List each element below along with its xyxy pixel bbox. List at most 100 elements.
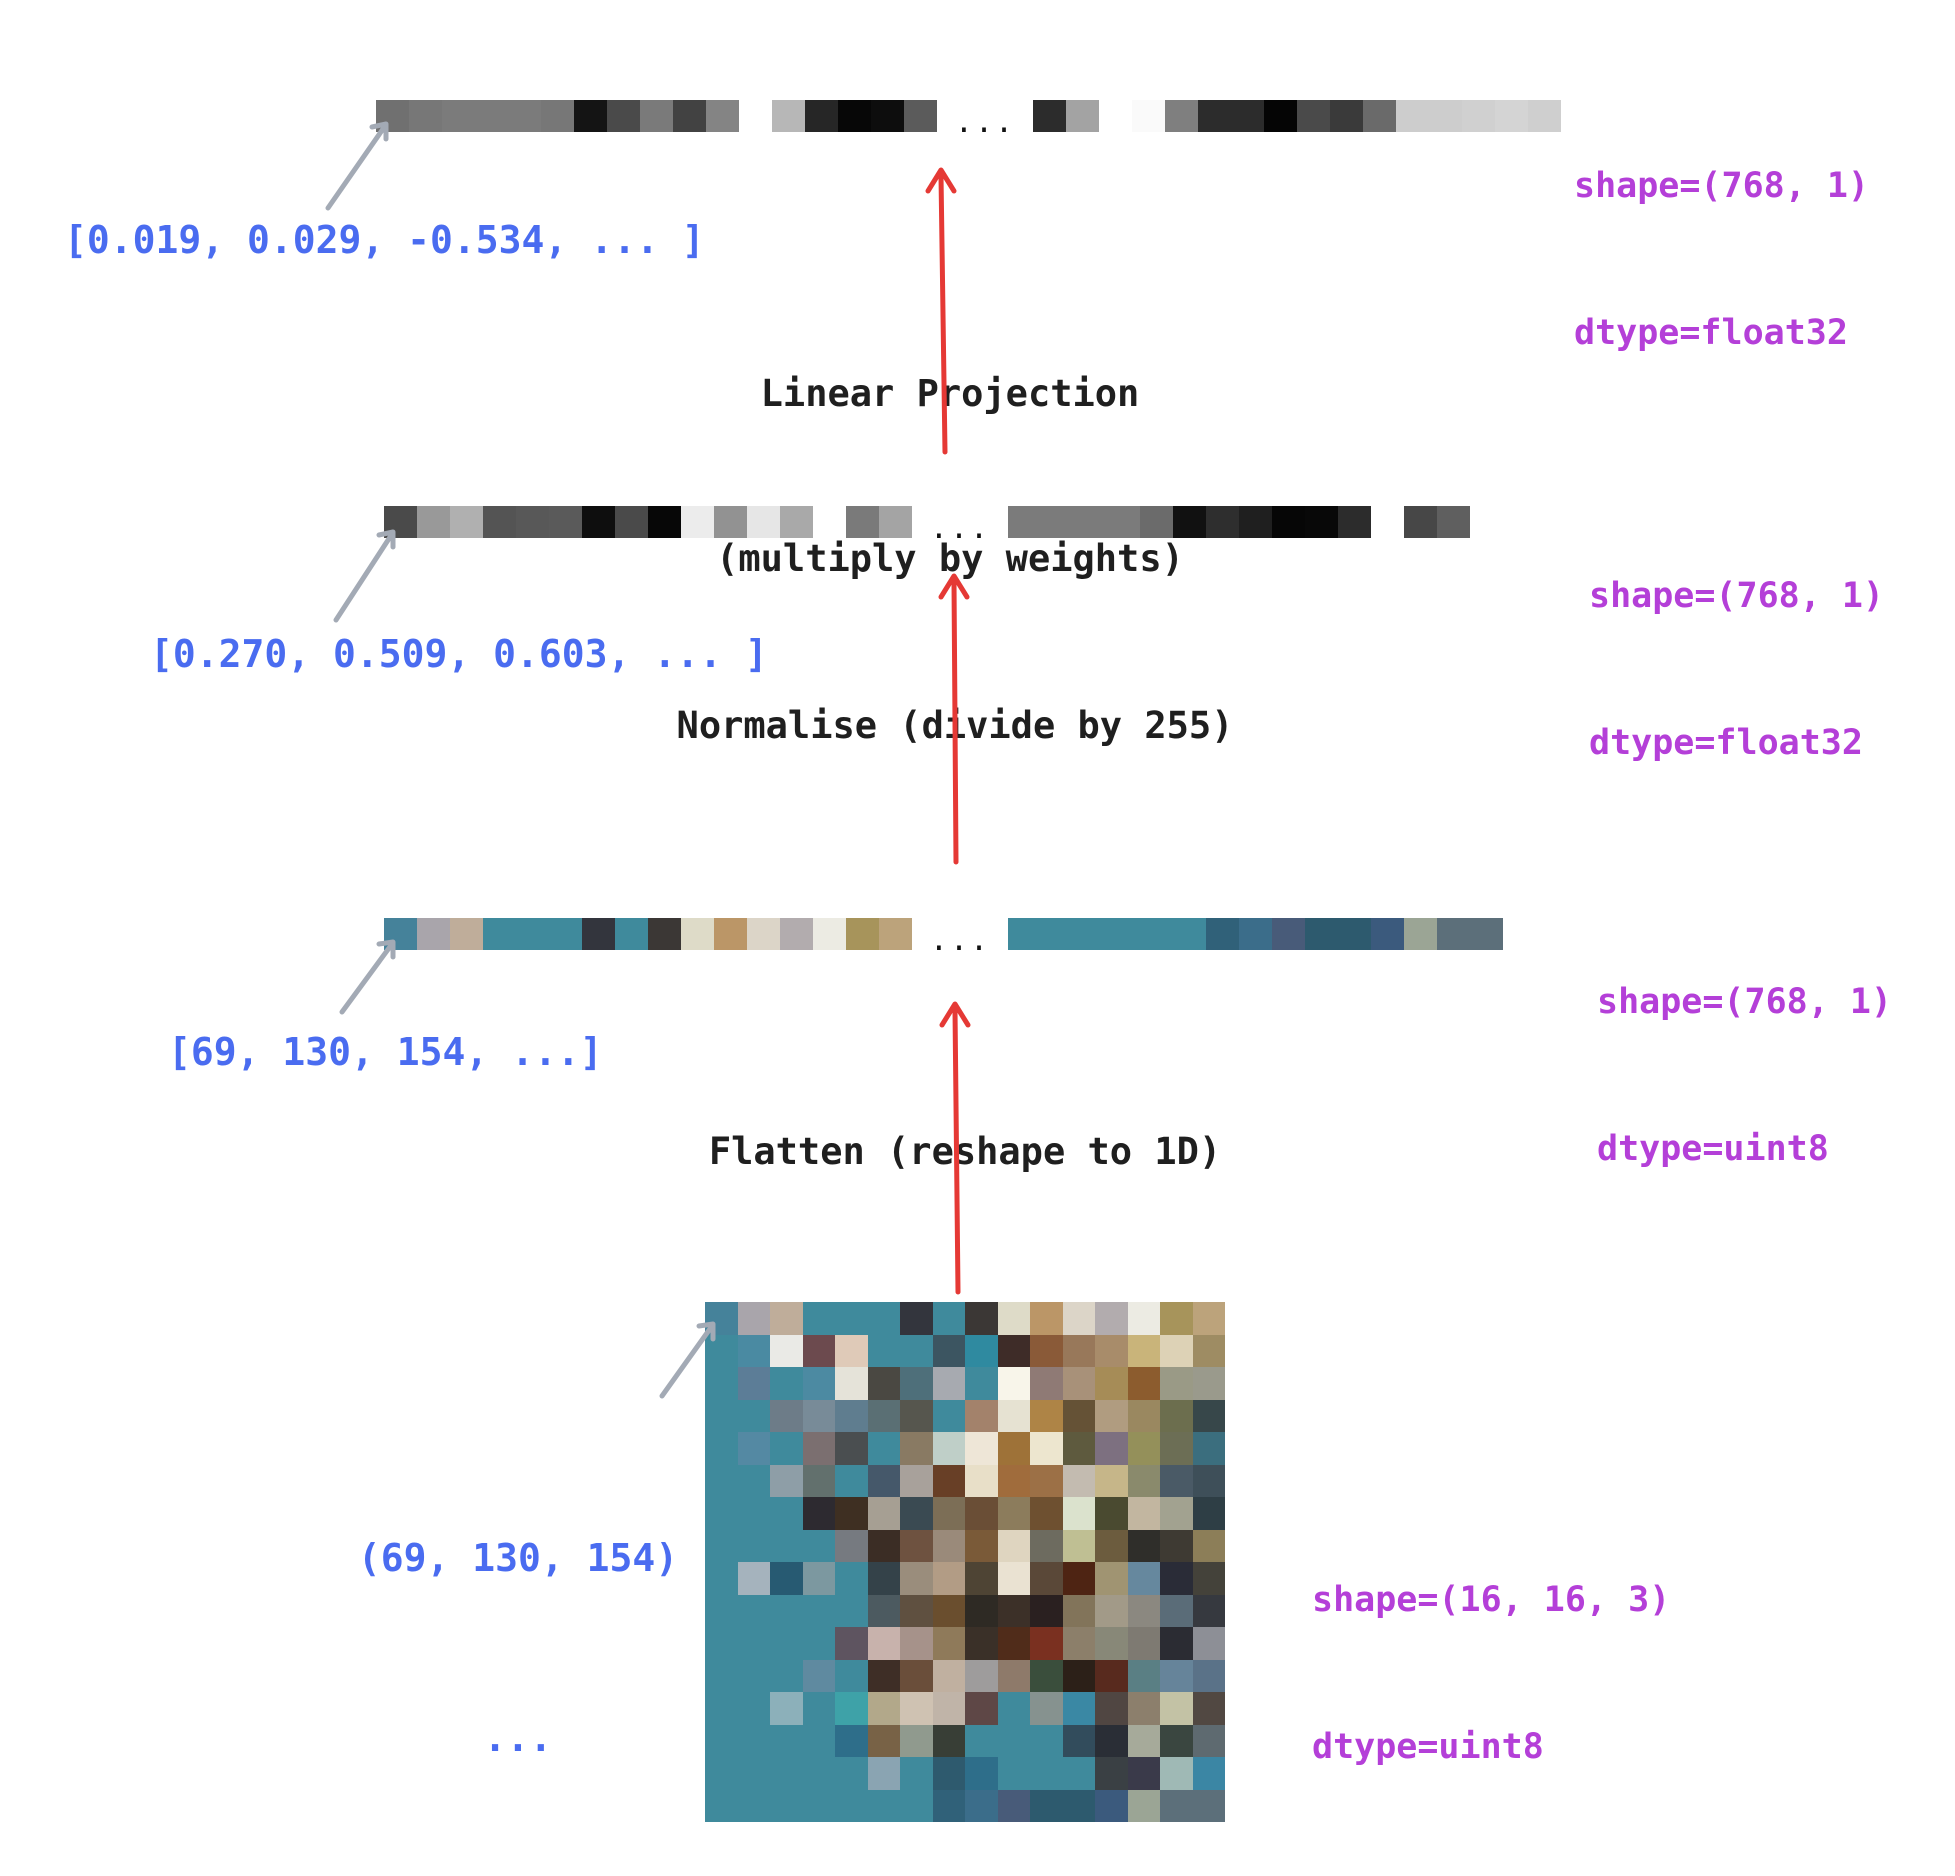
vector-cell xyxy=(516,918,549,950)
image-pixel xyxy=(802,1432,835,1465)
image-pixel xyxy=(737,1367,770,1400)
image-pixel xyxy=(900,1302,933,1335)
image-pixel xyxy=(802,1464,835,1497)
image-pixel xyxy=(932,1529,965,1562)
image-pixel xyxy=(737,1399,770,1432)
image-pixel xyxy=(770,1432,803,1465)
normalise-step-label: Normalise (divide by 255) xyxy=(676,704,1234,747)
projected-shape-label: shape=(768, 1) xyxy=(1574,166,1870,206)
image-pixel xyxy=(1160,1627,1193,1660)
image-pixel xyxy=(965,1724,998,1757)
image-pixel xyxy=(1192,1594,1225,1627)
image-pixel xyxy=(737,1529,770,1562)
image-pixel xyxy=(900,1757,933,1790)
image-pixel xyxy=(770,1302,803,1335)
image-pixel xyxy=(802,1724,835,1757)
image-pixel xyxy=(1030,1627,1063,1660)
image-pixel xyxy=(802,1692,835,1725)
image-pixel xyxy=(900,1497,933,1530)
image-pixel-label: (69, 130, 154) ... xyxy=(348,1408,688,1828)
image-pixel xyxy=(900,1659,933,1692)
image-pixel xyxy=(1030,1497,1063,1530)
vector-cell xyxy=(1008,918,1041,950)
vector-cell xyxy=(1239,506,1272,538)
image-pixel xyxy=(1160,1399,1193,1432)
flatten-step-label: Flatten (reshape to 1D) xyxy=(708,1130,1222,1173)
vector-cell xyxy=(805,100,838,132)
pixelated-image xyxy=(705,1302,1225,1822)
image-pixel xyxy=(1192,1757,1225,1790)
image-pixel xyxy=(867,1367,900,1400)
image-pixel xyxy=(835,1692,868,1725)
vector-cell xyxy=(1173,918,1206,950)
normalised-pointer-arrow xyxy=(333,529,396,623)
image-pixel xyxy=(737,1497,770,1530)
vector-cell xyxy=(516,506,549,538)
flattened-meta: shape=(768, 1) dtype=uint8 xyxy=(1597,880,1892,1223)
vector-cell xyxy=(681,506,714,538)
image-pixel xyxy=(867,1529,900,1562)
image-pixel xyxy=(770,1627,803,1660)
image-pixel xyxy=(1030,1367,1063,1400)
image-pixel xyxy=(802,1302,835,1335)
vector-cell-light xyxy=(1099,100,1132,132)
image-pixel xyxy=(802,1627,835,1660)
image-pixel xyxy=(835,1789,868,1822)
image-pixel xyxy=(1030,1464,1063,1497)
vector-cell xyxy=(450,918,483,950)
image-pixel xyxy=(705,1757,738,1790)
vector-cell xyxy=(1206,506,1239,538)
image-pixel xyxy=(802,1399,835,1432)
image-pixel xyxy=(932,1432,965,1465)
image-pixel xyxy=(1160,1724,1193,1757)
image-pixel-ellipsis: ... xyxy=(483,1716,553,1760)
image-pixel xyxy=(1030,1399,1063,1432)
image-pixel xyxy=(900,1692,933,1725)
vector-cell xyxy=(1272,918,1305,950)
image-pixel xyxy=(835,1302,868,1335)
image-pixel xyxy=(705,1367,738,1400)
flattened-shape-label: shape=(768, 1) xyxy=(1597,982,1893,1022)
image-pixel xyxy=(997,1757,1030,1790)
image-pixel xyxy=(1192,1724,1225,1757)
image-pixel xyxy=(965,1464,998,1497)
vector-cell xyxy=(1528,100,1561,132)
image-pixel xyxy=(965,1692,998,1725)
image-pixel xyxy=(737,1334,770,1367)
image-pixel xyxy=(867,1757,900,1790)
image-pixel xyxy=(770,1757,803,1790)
vector-cell xyxy=(879,506,912,538)
image-pixel xyxy=(900,1464,933,1497)
image-pixel xyxy=(867,1789,900,1822)
vector-cell xyxy=(1165,100,1198,132)
vector-ellipsis-text: ... xyxy=(954,105,1016,140)
vector-cell xyxy=(1041,918,1074,950)
image-pixel xyxy=(1160,1464,1193,1497)
vector-cell xyxy=(1272,506,1305,538)
image-pixel xyxy=(965,1627,998,1660)
vector-cell xyxy=(483,506,516,538)
image-pixel xyxy=(1192,1464,1225,1497)
vector-cell xyxy=(1396,100,1429,132)
image-pixel xyxy=(835,1432,868,1465)
vector-cell xyxy=(813,918,846,950)
image-pixel xyxy=(1095,1627,1128,1660)
vector-cell xyxy=(648,506,681,538)
vector-cell xyxy=(1330,100,1363,132)
image-pixel xyxy=(1160,1757,1193,1790)
image-pixel xyxy=(770,1659,803,1692)
vector-cell xyxy=(1462,100,1495,132)
vector-cell xyxy=(615,506,648,538)
image-pixel xyxy=(1062,1497,1095,1530)
image-pixel xyxy=(1160,1594,1193,1627)
image-pixel xyxy=(705,1399,738,1432)
image-pixel xyxy=(1062,1692,1095,1725)
image-pixel xyxy=(932,1594,965,1627)
image-pixel xyxy=(1062,1367,1095,1400)
vector-cell xyxy=(706,100,739,132)
image-pixel xyxy=(802,1757,835,1790)
image-pixel xyxy=(1095,1432,1128,1465)
image-dtype-label: dtype=uint8 xyxy=(1312,1727,1544,1767)
vector-cell xyxy=(1239,918,1272,950)
image-pixel xyxy=(932,1367,965,1400)
